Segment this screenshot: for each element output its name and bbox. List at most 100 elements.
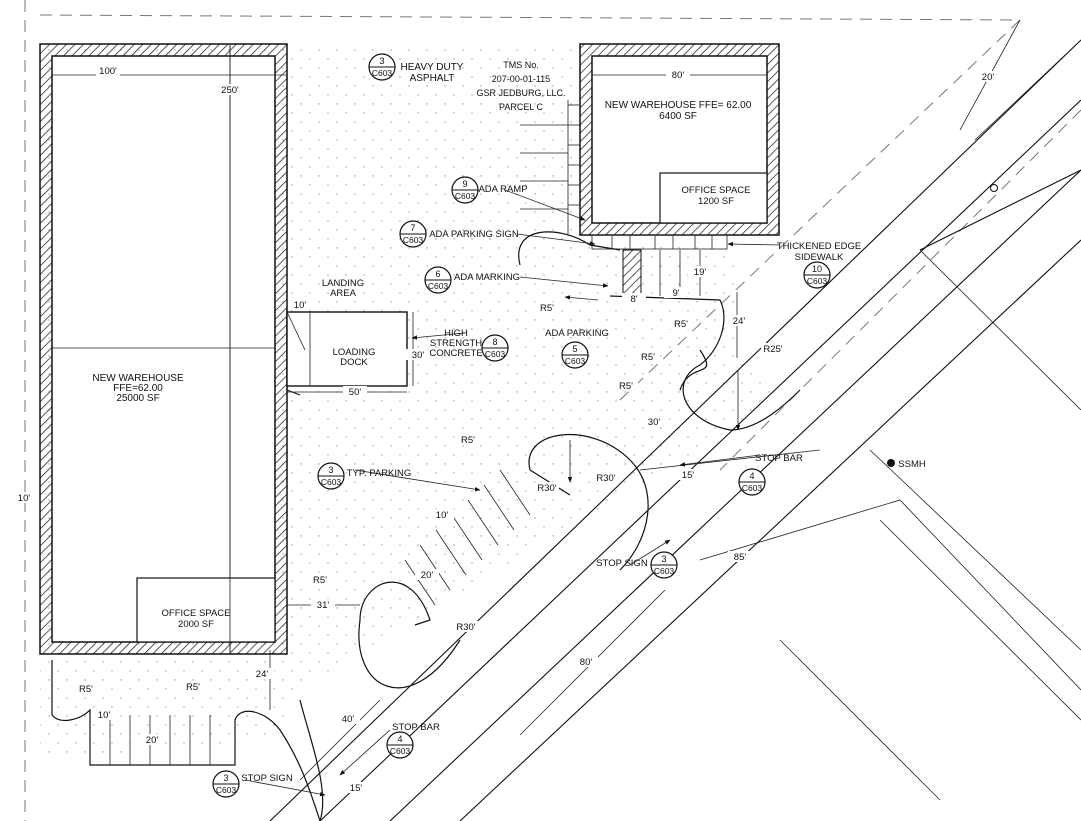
dimension-label-bg (344, 782, 368, 793)
tag-number: 9 (462, 179, 467, 189)
dimension-label: 30' (412, 350, 425, 361)
dimension-label: 20' (982, 72, 995, 83)
tag-sheet: C603 (742, 483, 763, 493)
dimension-label-bg (669, 318, 693, 329)
label-stop-bar-1: STOP BAR (755, 453, 803, 464)
tag-sheet: C603 (654, 566, 675, 576)
dimension-label: R30' (456, 622, 475, 633)
dimension-label-bg (218, 84, 242, 95)
dimension-label-bg (406, 349, 430, 360)
dimension-label-bg (454, 621, 478, 632)
tag-sheet: C603 (485, 349, 506, 359)
tag-number: 4 (749, 471, 754, 481)
dimension-label-bg (415, 569, 439, 580)
dimension-label-bg (336, 713, 360, 724)
label-ada-ramp: ADA RAMP (478, 184, 527, 195)
tag-sheet: C603 (428, 281, 449, 291)
dimension-label: 10' (18, 493, 31, 504)
dimension-label-bg (140, 734, 164, 745)
dimension-label: 100' (99, 66, 117, 77)
tag-number: 5 (572, 344, 577, 354)
label-ada-parking-sign: ADA PARKING SIGN (429, 229, 519, 240)
dimension-label-bg (288, 299, 312, 310)
tag-number: 3 (661, 554, 666, 564)
dimension-label-bg (343, 386, 367, 397)
dimension-label: 85' (734, 552, 747, 563)
tag-number: 7 (410, 223, 415, 233)
tag-sheet: C603 (455, 191, 476, 201)
dimension-label-bg (642, 416, 666, 427)
label-typ-parking: TYP. PARKING (347, 468, 412, 479)
dimension-label: R5' (540, 303, 554, 314)
tag-sheet: C603 (403, 235, 424, 245)
large-warehouse (39, 43, 301, 655)
label-ada-parking: ADA PARKING (545, 328, 609, 339)
dimension-label: R30' (537, 483, 556, 494)
ada-hatch (622, 249, 642, 297)
small-circle (990, 184, 998, 192)
dimension-label-bg (664, 287, 688, 298)
tag-number: 3 (379, 56, 384, 66)
tag-number: 10 (812, 264, 822, 274)
label-stop-sign-1: STOP SIGN (596, 558, 648, 569)
dimension-label: R5' (313, 575, 327, 586)
dimension-label-bg (727, 315, 751, 326)
tag-sheet: C603 (216, 785, 237, 795)
dimension-label: 15' (682, 470, 695, 481)
dimension-label: 9' (672, 288, 679, 299)
dimension-label-bg (636, 351, 660, 362)
dimension-label-bg (666, 69, 690, 80)
dimension-label-bg (535, 302, 559, 313)
tag-sheet: C603 (565, 356, 586, 366)
dimension-label: 30' (648, 417, 661, 428)
dimension-label-bg (594, 472, 618, 483)
dimension-label-bg (622, 293, 646, 304)
property-lines (24, 0, 1081, 821)
dimension-label: 24' (256, 669, 269, 680)
dimension-label: 24' (733, 316, 746, 327)
loading-dock (286, 311, 408, 387)
dimension-label: 15' (350, 783, 363, 794)
dimension-label: 250' (221, 85, 239, 96)
label-ssmh: SSMH (898, 459, 926, 470)
dimension-label: R5' (186, 682, 200, 693)
dimension-label: 31' (317, 600, 330, 611)
label-stop-sign-2: STOP SIGN (241, 773, 293, 784)
tag-sheet: C603 (807, 276, 828, 286)
dimension-label: 8' (630, 294, 637, 305)
dimension-label-bg (676, 469, 700, 480)
dimension-label-bg (181, 681, 205, 692)
dimension-label-bg (976, 71, 1000, 82)
dimension-label: R25' (763, 344, 782, 355)
dimension-label: 19' (694, 267, 707, 278)
tag-number: 4 (397, 734, 402, 744)
dimension-label-bg (688, 266, 712, 277)
dimension-label-bg (574, 656, 598, 667)
parking-stripes (109, 469, 531, 765)
ssmh-marker (887, 459, 895, 467)
dimension-label-bg (311, 599, 335, 610)
dimension-label-bg (728, 551, 752, 562)
label-ada-marking: ADA MARKING (454, 272, 520, 283)
tag-sheet: C603 (390, 746, 411, 756)
dimension-label: R30' (596, 473, 615, 484)
dimension-label-bg (761, 343, 785, 354)
